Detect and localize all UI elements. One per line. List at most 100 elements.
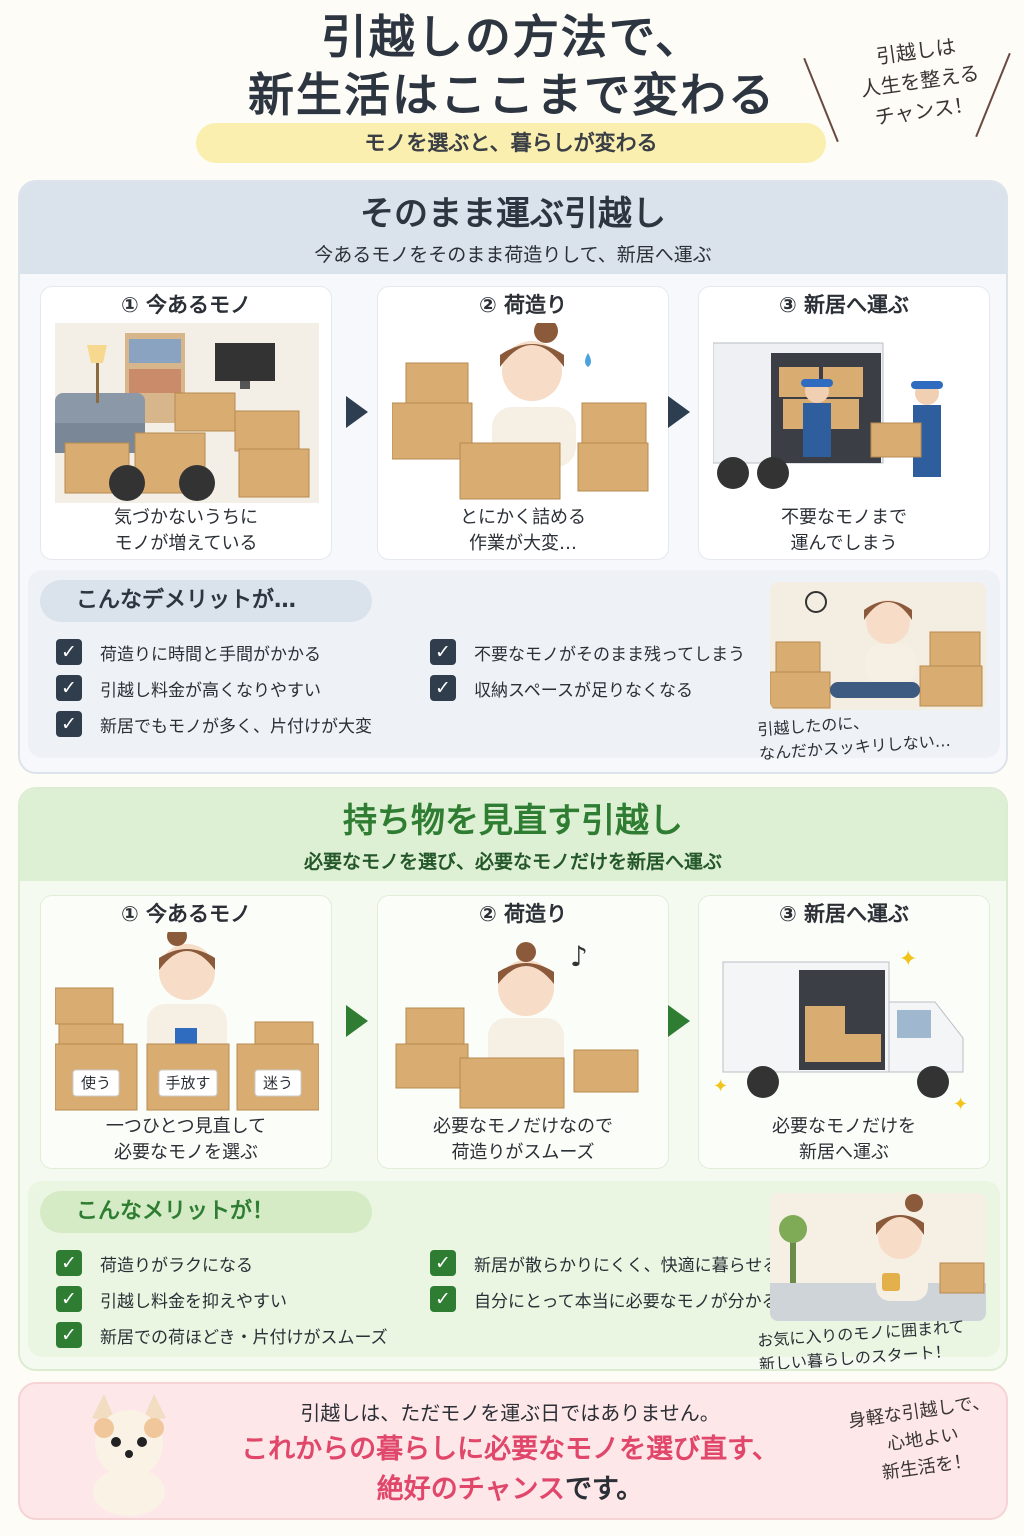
step-caption: 気づかないうちに モノが増えている bbox=[41, 505, 331, 557]
caption-line: モノが増えている bbox=[114, 533, 258, 554]
closing-message: 引越しは、ただモノを運ぶ日ではありません。 これからの暮らしに必要なモノを選び直… bbox=[18, 1382, 1008, 1520]
list-item-text: 新居でもモノが多く、片付けが大変 bbox=[100, 716, 372, 737]
arrow-right-icon bbox=[346, 396, 368, 428]
sorting-illustration bbox=[55, 932, 319, 1111]
check-icon: ✓ bbox=[430, 1250, 456, 1276]
merit-label: こんなメリットが！ bbox=[40, 1191, 372, 1233]
truck-icon: ✦ ✦ ✦ bbox=[713, 947, 968, 1112]
demerit-caption: 引越したのに、 なんだかスッキリしない… bbox=[757, 702, 1000, 767]
caption-line: 必要なモノを選ぶ bbox=[114, 1142, 258, 1163]
closing-handwritten-note: 身軽な引越しで、 心地よい 新生活を！ bbox=[843, 1388, 1003, 1492]
section-header: そのまま運ぶ引越し 今あるモノをそのまま荷造りして、新居へ運ぶ bbox=[20, 182, 1006, 274]
caption-line: 必要なモノだけを bbox=[772, 1116, 916, 1137]
caption-line: とにかく詰める bbox=[460, 507, 586, 528]
step-card: ① 今あるモノ 使う 手放す 迷う 一つひとつ見直して 必要なモノを選 bbox=[40, 895, 332, 1169]
list-item-text: 引越し料金を抑えやすい bbox=[100, 1291, 287, 1312]
merit-list-right: ✓ 新居が散らかりにくく、快適に暮らせる ✓ 自分にとって本当に必要なモノが分かる bbox=[430, 1245, 779, 1317]
caption-line: 新居へ運ぶ bbox=[799, 1142, 889, 1163]
step-caption: 不要なモノまで 運んでしまう bbox=[699, 505, 989, 557]
tired-woman-illustration bbox=[770, 582, 986, 710]
arrow-right-icon bbox=[668, 1005, 690, 1037]
arrow-right-icon bbox=[668, 396, 690, 428]
relaxed-woman-illustration bbox=[770, 1193, 986, 1321]
page-subtitle: モノを選ぶと、暮らしが変わる bbox=[196, 123, 826, 163]
title-line-1: 引越しの方法で、 bbox=[320, 10, 704, 64]
check-icon: ✓ bbox=[56, 1322, 82, 1348]
demerit-label: こんなデメリットが… bbox=[40, 580, 372, 622]
closing-tail: です。 bbox=[564, 1474, 644, 1505]
step-title: ③ 新居へ運ぶ bbox=[778, 902, 910, 926]
section-header: 持ち物を見直す引越し 必要なモノを選び、必要なモノだけを新居へ運ぶ bbox=[20, 789, 1006, 881]
box-label-row: 使う 手放す 迷う bbox=[55, 1070, 319, 1096]
merit-list-left: ✓ 荷造りがラクになる ✓ 引越し料金を抑えやすい ✓新居での荷ほどき・片付けがスム… bbox=[56, 1245, 388, 1353]
svg-text:✦: ✦ bbox=[953, 1094, 968, 1112]
step-caption: とにかく詰める 作業が大変… bbox=[378, 505, 668, 557]
header-handwritten-note: 引越しは 人生を整える チャンス！ bbox=[844, 27, 995, 136]
box-label-undecided: 迷う bbox=[262, 1074, 293, 1092]
arrow-right-icon bbox=[346, 1005, 368, 1037]
title-line-2: 新生活はここまで変わる bbox=[248, 68, 776, 122]
section-title: 持ち物を見直す引越し bbox=[343, 801, 683, 841]
steps-row: ① 今あるモノ 使う 手放す 迷う 一つひとつ見直して 必要なモノを選 bbox=[40, 895, 990, 1171]
steps-row: ① 今あるモノ 気づかないうちに モノが増えている ② 荷造り bbox=[40, 286, 990, 562]
step-card: ③ 新居へ運ぶ 不要なモノまで 運んでしまう bbox=[698, 286, 990, 560]
list-item: ✓新居でもモノが多く、片付けが大変 bbox=[56, 706, 372, 742]
list-item: ✓ 新居が散らかりにくく、快適に暮らせる bbox=[430, 1245, 779, 1281]
step-card: ① 今あるモノ 気づかないうちに モノが増えている bbox=[40, 286, 332, 560]
closing-emphasis: 絶好のチャンス bbox=[376, 1474, 565, 1505]
list-item: ✓ 収納スペースが足りなくなる bbox=[430, 670, 745, 706]
list-item: ✓ 引越し料金を抑えやすい bbox=[56, 1281, 388, 1317]
step-caption: 一つひとつ見直して 必要なモノを選ぶ bbox=[41, 1114, 331, 1166]
caption-line: 作業が大変… bbox=[469, 533, 577, 554]
svg-text:✦: ✦ bbox=[899, 947, 917, 972]
caption-line: 気づかないうちに bbox=[114, 507, 258, 528]
closing-line-2: これからの暮らしに必要なモノを選び直す、 bbox=[241, 1434, 779, 1465]
caption-line: 荷造りがスムーズ bbox=[451, 1142, 595, 1163]
caption-line: 不要なモノまで bbox=[781, 507, 907, 528]
list-item-text: 不要なモノがそのまま残ってしまう bbox=[474, 644, 746, 665]
list-item: ✓ 引越し料金が高くなりやすい bbox=[56, 670, 372, 706]
check-icon: ✓ bbox=[56, 675, 82, 701]
check-icon: ✓ bbox=[56, 639, 82, 665]
list-item-text: 新居が散らかりにくく、快適に暮らせる bbox=[474, 1255, 780, 1276]
list-item-text: 収納スペースが足りなくなる bbox=[474, 680, 693, 701]
step-card: ② 荷造り とにかく詰める 作業が大変… bbox=[377, 286, 669, 560]
cluttered-room-illustration bbox=[55, 323, 319, 503]
list-item: ✓新居での荷ほどき・片付けがスムーズ bbox=[56, 1317, 388, 1353]
list-item-text: 自分にとって本当に必要なモノが分かる bbox=[474, 1291, 779, 1312]
check-icon: ✓ bbox=[430, 639, 456, 665]
step-title: ① 今あるモノ bbox=[120, 902, 252, 926]
section-description: 今あるモノをそのまま荷造りして、新居へ運ぶ bbox=[314, 244, 712, 266]
box-label-discard: 手放す bbox=[165, 1074, 211, 1092]
demerit-panel: こんなデメリットが… ✓ 荷造りに時間と手間がかかる ✓ 引越し料金が高くなりやすい… bbox=[28, 570, 1000, 763]
check-icon: ✓ bbox=[56, 1286, 82, 1312]
page-title: 引越しの方法で、 新生活はここまで変わる bbox=[0, 8, 1024, 124]
step-card: ③ 新居へ運ぶ ✦ ✦ ✦ 必要なモノだけを 新居へ運ぶ bbox=[698, 895, 990, 1169]
packing-stress-illustration bbox=[392, 323, 649, 500]
caption-line: 一つひとつ見直して bbox=[105, 1116, 267, 1137]
svg-text:♪: ♪ bbox=[570, 940, 588, 973]
list-item: ✓ 不要なモノがそのまま残ってしまう bbox=[430, 634, 745, 670]
check-icon: ✓ bbox=[430, 675, 456, 701]
list-item-text: 荷造りがラクになる bbox=[100, 1255, 253, 1276]
section-title: そのまま運ぶ引越し bbox=[360, 194, 666, 234]
list-item: ✓ 荷造りに時間と手間がかかる bbox=[56, 634, 372, 670]
merit-caption: お気に入りのモノに囲まれて 新しい暮らしのスタート！ bbox=[757, 1313, 1000, 1369]
list-item-text: 荷造りに時間と手間がかかる bbox=[100, 644, 321, 665]
caption-line: 必要なモノだけなので bbox=[433, 1116, 613, 1137]
step-title: ③ 新居へ運ぶ bbox=[778, 293, 910, 317]
list-item-text: 引越し料金が高くなりやすい bbox=[100, 680, 321, 701]
caption-line: 運んでしまう bbox=[790, 533, 898, 554]
demerit-list-left: ✓ 荷造りに時間と手間がかかる ✓ 引越し料金が高くなりやすい ✓新居でもモノが多く… bbox=[56, 634, 372, 742]
dog-illustration bbox=[92, 1394, 166, 1516]
happy-packing-illustration: ♪ bbox=[395, 940, 639, 1109]
list-item: ✓ 荷造りがラクになる bbox=[56, 1245, 388, 1281]
step-title: ② 荷造り bbox=[478, 902, 568, 926]
step-title: ① 今あるモノ bbox=[120, 293, 252, 317]
merit-panel: こんなメリットが！ ✓ 荷造りがラクになる ✓ 引越し料金を抑えやすい ✓新居での荷… bbox=[28, 1181, 1000, 1369]
closing-line-3: 絶好のチャンスです。 bbox=[170, 1472, 850, 1508]
section-description: 必要なモノを選び、必要なモノだけを新居へ運ぶ bbox=[303, 851, 722, 873]
section-as-is-move: そのまま運ぶ引越し 今あるモノをそのまま荷造りして、新居へ運ぶ ① 今あるモノ … bbox=[18, 180, 1008, 774]
check-icon: ✓ bbox=[56, 1250, 82, 1276]
step-card: ② 荷造り ♪ 必要なモノだけなので 荷造りがスムーズ bbox=[377, 895, 669, 1169]
